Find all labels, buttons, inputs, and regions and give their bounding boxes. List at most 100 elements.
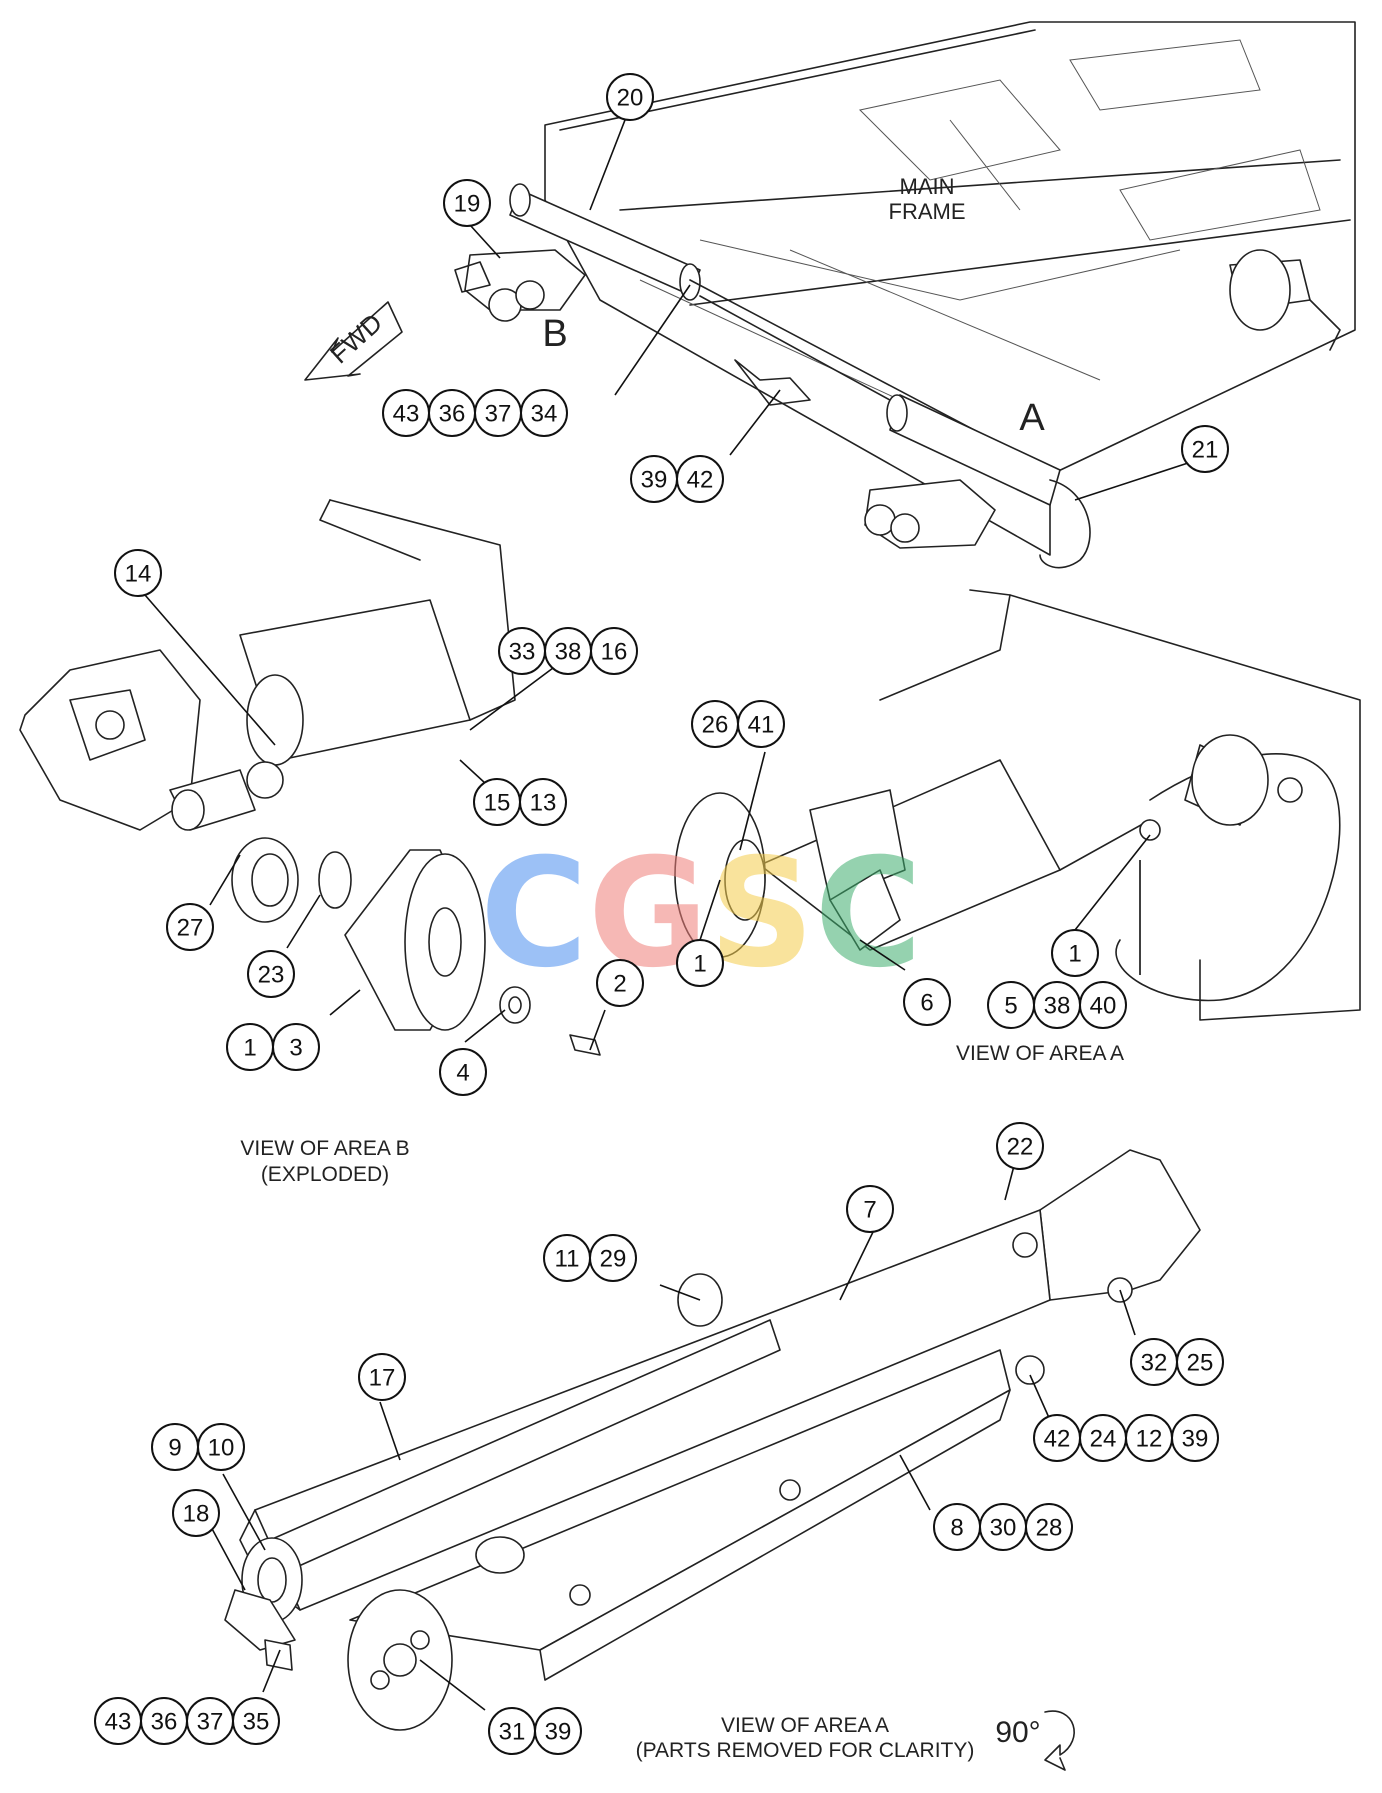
callout-circle [903,978,951,1026]
callout-number: 6 [920,990,933,1017]
callout-number: 37 [197,1709,224,1736]
callout-number: 31 [499,1719,526,1746]
callout-number: 25 [1187,1350,1214,1377]
callout-number: 39 [545,1719,572,1746]
view-area-b-label-line1: VIEW OF AREA B [240,1137,409,1160]
callout-circle [590,627,638,675]
callout-number: 35 [243,1709,270,1736]
callout-number: 38 [555,639,582,666]
callout-number: 36 [151,1709,178,1736]
area-b-exploded-drawing [19,499,601,1056]
callout-number: 12 [1136,1426,1163,1453]
callout-c39-42: 39 42 [630,455,724,503]
callout-number: 30 [990,1515,1017,1542]
callout-number: 43 [393,401,420,428]
callout-number: 4 [456,1060,469,1087]
leader-lines [144,119,1189,1711]
callout-number: 15 [484,790,511,817]
callout-c19: 19 [443,179,491,227]
callout-number: 43 [105,1709,132,1736]
callout-c14: 14 [114,549,162,597]
callout-c32-25: 32 25 [1130,1338,1224,1386]
callout-circle [443,179,491,227]
callout-circle [166,903,214,951]
callout-c23: 23 [247,950,295,998]
callout-number: 39 [641,467,668,494]
callout-number: 24 [1090,1426,1117,1453]
callout-c18: 18 [172,1489,220,1537]
main-frame-drawing [454,21,1356,569]
callout-c17: 17 [358,1353,406,1401]
callout-number: 34 [531,401,558,428]
callout-circle [676,455,724,503]
callout-circle [606,73,654,121]
callout-c31-39: 31 39 [488,1707,582,1755]
rotation-label: 90° [995,1716,1040,1749]
callout-c6: 6 [903,978,951,1026]
watermark-letter: C [814,827,922,1002]
callout-number: 8 [950,1515,963,1542]
area-b-marker: B [542,313,567,355]
callout-circle [439,1048,487,1096]
area-a-marker: A [1019,397,1045,439]
callout-circle [1051,929,1099,977]
main-frame-label-line1: MAIN [900,174,955,199]
callout-number: 28 [1036,1515,1063,1542]
view-area-a-label: VIEW OF AREA A [956,1042,1124,1065]
callout-number: 16 [601,639,628,666]
fwd-arrow: FWD [304,301,403,381]
callout-circle [996,1122,1044,1170]
callout-circle [172,1489,220,1537]
callout-number: 20 [617,85,644,112]
callout-number: 2 [613,971,626,998]
callout-circle [272,1023,320,1071]
callout-number: 40 [1090,993,1117,1020]
callout-circle [1079,981,1127,1029]
callout-circle [519,778,567,826]
callout-number: 7 [863,1197,876,1224]
callout-circle [358,1353,406,1401]
callout-number: 10 [208,1435,235,1462]
callout-circle [589,1234,637,1282]
callout-number: 41 [748,712,775,739]
callout-circle [247,950,295,998]
callout-c20: 20 [606,73,654,121]
callout-number: 32 [1141,1350,1168,1377]
callout-number: 29 [600,1246,627,1273]
callout-number: 3 [289,1035,302,1062]
callout-number: 38 [1044,993,1071,1020]
callout-number: 14 [125,561,152,588]
callout-number: 5 [1004,993,1017,1020]
watermark-letter: C [480,827,588,1002]
callout-circle [1176,1338,1224,1386]
callout-c7: 7 [846,1185,894,1233]
callout-c43-36-37-34: 43 36 37 34 [382,389,568,437]
callout-number: 23 [258,962,285,989]
main-frame-label-line2: FRAME [889,199,966,224]
callout-c1b: 1 [1051,929,1099,977]
rotation-arrow-icon [1044,1710,1075,1771]
callout-number: 1 [693,951,706,978]
callout-circle [846,1185,894,1233]
callout-c9-10: 9 10 [151,1423,245,1471]
callout-c8-30-28: 8 30 28 [933,1503,1073,1551]
callout-number: 37 [485,401,512,428]
callout-number: 21 [1192,437,1219,464]
view-area-a2-label-line2: (PARTS REMOVED FOR CLARITY) [636,1739,975,1762]
callout-number: 18 [183,1501,210,1528]
callout-number: 9 [168,1435,181,1462]
callout-number: 36 [439,401,466,428]
callout-circle [1171,1414,1219,1462]
callout-number: 42 [687,467,714,494]
callout-circle [1025,1503,1073,1551]
callout-circle [676,939,724,987]
callout-c5-38-40: 5 38 40 [987,981,1127,1029]
callout-circle [737,700,785,748]
